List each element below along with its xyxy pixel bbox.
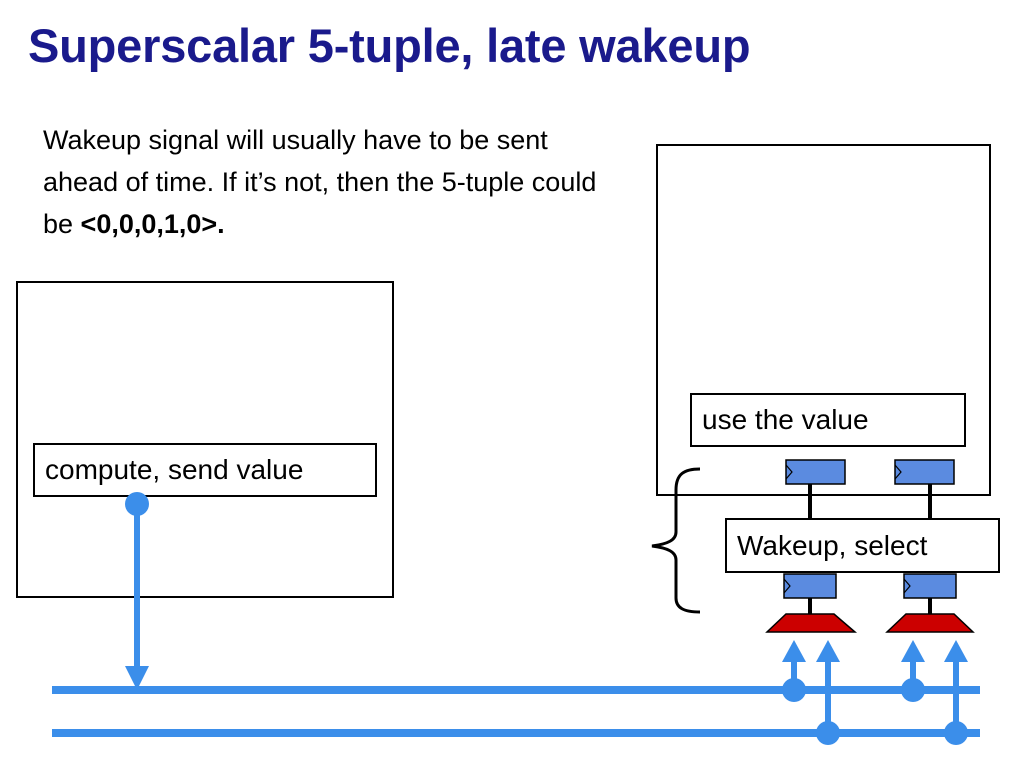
latch-top-1 [785,459,846,485]
wakeup-arrow-2 [816,640,840,662]
select-mux-1 [765,613,858,633]
producer-arrow-head [125,666,149,690]
wakeup-select-label: Wakeup, select [725,518,1000,573]
wakeup-arrow-1 [782,640,806,662]
producer-output-dot [125,492,149,516]
latch-top-2 [894,459,955,485]
producer-label: compute, send value [33,443,377,497]
producer-stage-box [16,281,394,598]
slide-title: Superscalar 5-tuple, late wakeup [28,19,751,72]
wakeup-arrow-3 [901,640,925,662]
slide-description: Wakeup signal will usually have to be se… [43,119,623,245]
latch-bottom-1 [783,573,837,599]
bus-tap-1 [782,678,806,702]
stage-group-brace [651,467,701,614]
bus-tap-2 [816,721,840,745]
bus-tap-4 [944,721,968,745]
description-tuple: <0,0,0,1,0>. [80,209,225,239]
wakeup-arrow-4 [944,640,968,662]
latch-bottom-2 [903,573,957,599]
select-mux-2 [885,613,975,633]
bus-tap-3 [901,678,925,702]
description-text: Wakeup signal will usually have to be se… [43,125,597,239]
consumer-label: use the value [690,393,966,447]
